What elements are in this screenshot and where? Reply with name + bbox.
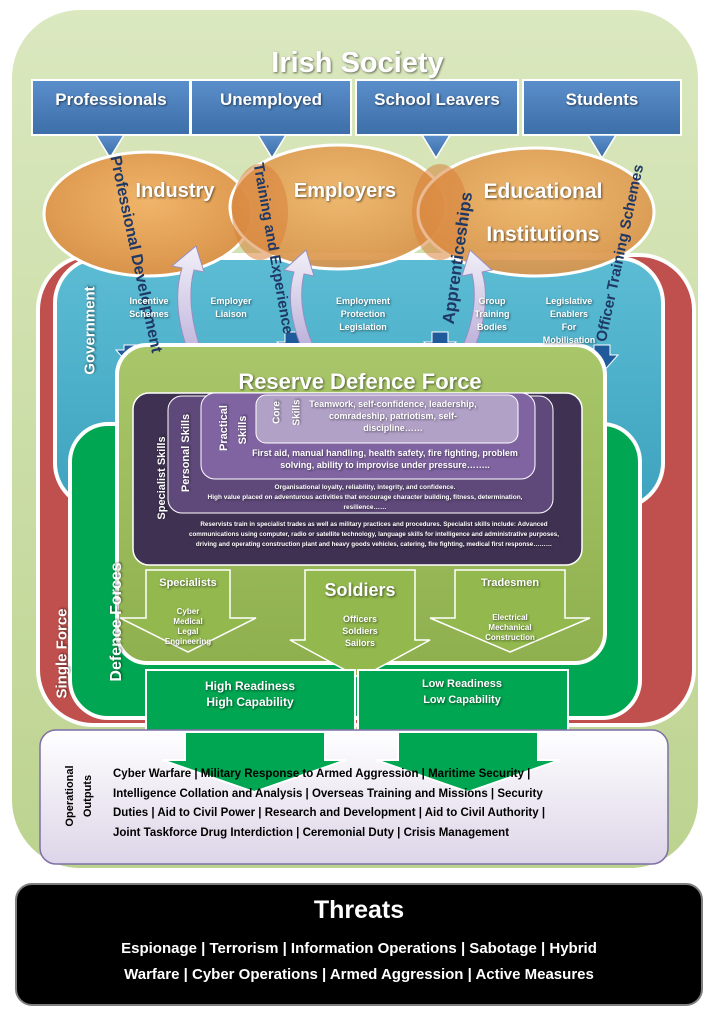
group-professionals: Professionals [55,90,167,109]
personal-text-1: Organisational loyalty, reliability, int… [274,484,456,491]
curve-arrow-3 [455,249,494,363]
personal-text-2: High value placed on adventurous activit… [207,494,523,511]
core-skills-box [255,394,519,444]
arrow-unemployed [256,134,288,160]
arrow-professionals [94,134,126,160]
group-students: Students [565,90,639,109]
ellipse-industry [42,150,254,278]
partner-employers: Employers [293,180,397,202]
group-box-students [522,79,682,136]
personal-label: Personal Skills [180,413,192,493]
practical-label: Practical [218,405,230,451]
partner-edu-line2: Institutions [486,223,600,246]
role-soldiers-title: Soldiers [324,580,396,600]
threats-text: Espionage | Terrorism | Information Oper… [121,940,597,983]
group-box-professionals [31,79,191,136]
arrow-school-leavers [420,134,452,160]
specialist-skills-text: Reservists train in specialist trades as… [188,521,560,548]
outputs-label-1: Operational [64,765,76,827]
partner-industry: Industry [135,180,215,202]
practical-skills-text: First aid, manual handling, health safet… [252,448,518,470]
rdf-title: Reserve Defence Force [238,369,482,394]
outputs-text: Cyber Warfare | Military Response to Arm… [113,768,546,839]
arrow-students [586,134,618,160]
arrow-soldiers [289,569,431,679]
threats-panel [15,883,703,1006]
group-box-unemployed [190,79,352,136]
practical-label2: Skills [237,415,249,445]
arrow-tradesmen [429,569,591,653]
core-label2: Skills [291,399,303,426]
threats-title: Threats [313,896,405,924]
defence-forces-label: Defence Forces [108,562,125,682]
government-label: Government [81,286,99,375]
role-tradesmen-title: Tradesmen [480,577,540,589]
group-unemployed: Unemployed [219,90,323,109]
core-skills-text: Teamwork, self-confidence, leadership, c… [309,399,477,433]
partner-edu-line1: Educational [483,180,603,203]
specialist-label: Specialist Skills [156,436,168,520]
single-force-label: Single Force [53,608,71,699]
curve-arrow-2 [282,249,321,363]
core-label: Core [271,401,283,424]
society-title: Irish Society [271,47,444,79]
group-school-leavers: School Leavers [374,90,500,109]
role-specialists-title: Specialists [159,577,217,589]
outputs-label-2: Outputs [82,774,94,818]
arrow-specialists [119,569,257,653]
